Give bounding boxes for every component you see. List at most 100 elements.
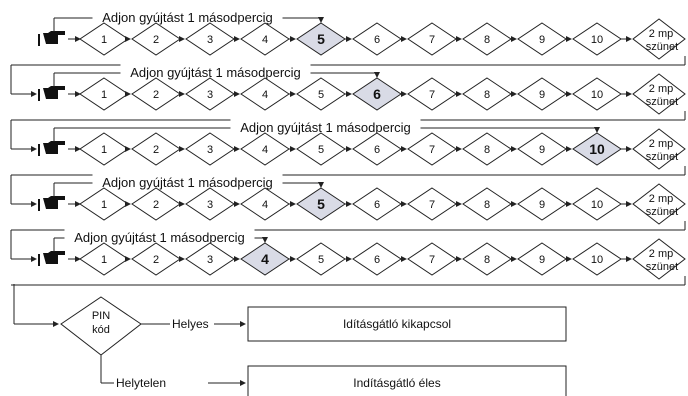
step-number: 6 bbox=[373, 86, 381, 102]
pause-duration: 2 mp bbox=[649, 138, 673, 150]
step-number: 10 bbox=[591, 89, 603, 101]
step-number: 4 bbox=[261, 251, 269, 267]
step-number: 3 bbox=[207, 34, 213, 46]
step-diamond bbox=[517, 77, 567, 111]
step-number: 1 bbox=[101, 34, 107, 46]
step-number: 7 bbox=[429, 254, 435, 266]
step-number: 1 bbox=[101, 89, 107, 101]
step-diamond bbox=[462, 187, 512, 221]
pause-duration: 2 mp bbox=[649, 193, 673, 205]
step-diamond bbox=[131, 187, 181, 221]
pause-diamond bbox=[632, 128, 686, 170]
immobilizer-off-box bbox=[247, 306, 567, 342]
step-diamond bbox=[352, 242, 402, 276]
step-diamond bbox=[185, 77, 235, 111]
step-number: 9 bbox=[539, 89, 545, 101]
step-diamond bbox=[79, 22, 129, 56]
step-diamond bbox=[352, 22, 402, 56]
ignition-instruction: Adjon gyújtást 1 másodpercig bbox=[240, 120, 411, 135]
pause-duration: 2 mp bbox=[649, 28, 673, 40]
step-diamond bbox=[79, 242, 129, 276]
step-number: 8 bbox=[484, 89, 490, 101]
step-diamond bbox=[572, 242, 622, 276]
step-diamond bbox=[296, 132, 346, 166]
step-number: 5 bbox=[318, 89, 324, 101]
code-label: kód bbox=[92, 324, 110, 336]
pause-diamond bbox=[632, 238, 686, 280]
step-diamond bbox=[352, 77, 402, 111]
step-diamond bbox=[517, 132, 567, 166]
step-number: 1 bbox=[101, 144, 107, 156]
immobilizer-armed-box bbox=[247, 365, 567, 396]
immobilizer-armed-text: Indításgátló éles bbox=[353, 376, 440, 390]
step-number: 1 bbox=[101, 199, 107, 211]
ignition-instruction: Adjon gyújtást 1 másodpercig bbox=[102, 175, 273, 190]
step-diamond bbox=[462, 242, 512, 276]
pause-diamond bbox=[632, 183, 686, 225]
step-diamond bbox=[352, 187, 402, 221]
pin-decision-block: PIN kód Helyes Idításgátló kikapcsol Hel… bbox=[13, 284, 567, 396]
step-number: 4 bbox=[262, 144, 268, 156]
step-diamond bbox=[131, 132, 181, 166]
step-diamond bbox=[462, 22, 512, 56]
step-number: 5 bbox=[318, 144, 324, 156]
step-number: 4 bbox=[262, 199, 268, 211]
step-diamond bbox=[296, 77, 346, 111]
pointing-hand-icon bbox=[38, 251, 65, 266]
step-diamond bbox=[407, 187, 457, 221]
correct-branch-label: Helyes bbox=[172, 317, 209, 331]
step-diamond bbox=[407, 22, 457, 56]
step-diamond bbox=[240, 132, 290, 166]
step-number: 2 bbox=[153, 199, 159, 211]
step-number: 8 bbox=[484, 254, 490, 266]
step-diamond bbox=[185, 187, 235, 221]
step-diamond bbox=[517, 22, 567, 56]
ignition-instruction: Adjon gyújtást 1 másodpercig bbox=[74, 230, 245, 245]
pause-word: szünet bbox=[646, 41, 678, 53]
step-diamond bbox=[572, 77, 622, 111]
step-number: 9 bbox=[539, 34, 545, 46]
step-diamond bbox=[296, 242, 346, 276]
step-number: 3 bbox=[207, 254, 213, 266]
pause-duration: 2 mp bbox=[649, 83, 673, 95]
step-number: 9 bbox=[539, 144, 545, 156]
step-diamond bbox=[352, 132, 402, 166]
pause-diamond bbox=[632, 18, 686, 60]
step-number: 2 bbox=[153, 89, 159, 101]
incorrect-branch-label: Helytelen bbox=[116, 376, 166, 390]
step-number: 10 bbox=[591, 254, 603, 266]
step-number: 10 bbox=[589, 141, 605, 157]
step-number: 2 bbox=[153, 254, 159, 266]
step-number: 10 bbox=[591, 34, 603, 46]
step-diamond bbox=[240, 77, 290, 111]
step-number: 3 bbox=[207, 199, 213, 211]
step-number: 2 bbox=[153, 34, 159, 46]
step-diamond bbox=[517, 242, 567, 276]
step-number: 8 bbox=[484, 34, 490, 46]
step-diamond bbox=[79, 77, 129, 111]
step-diamond bbox=[517, 187, 567, 221]
step-diamond bbox=[185, 132, 235, 166]
step-number: 5 bbox=[317, 196, 325, 212]
step-number: 8 bbox=[484, 144, 490, 156]
step-diamond bbox=[407, 242, 457, 276]
step-diamond bbox=[296, 22, 346, 56]
ignition-instruction: Adjon gyújtást 1 másodpercig bbox=[130, 65, 301, 80]
pointing-hand-icon bbox=[38, 141, 65, 156]
pause-word: szünet bbox=[646, 206, 678, 218]
step-diamond bbox=[79, 132, 129, 166]
step-number: 6 bbox=[374, 34, 380, 46]
step-diamond bbox=[240, 187, 290, 221]
step-number: 3 bbox=[207, 144, 213, 156]
step-diamond bbox=[131, 22, 181, 56]
pointing-hand-icon bbox=[38, 196, 65, 211]
step-diamond bbox=[185, 242, 235, 276]
step-number: 6 bbox=[374, 254, 380, 266]
step-number: 10 bbox=[591, 199, 603, 211]
ignition-instruction: Adjon gyújtást 1 másodpercig bbox=[102, 10, 273, 25]
step-diamond bbox=[185, 22, 235, 56]
